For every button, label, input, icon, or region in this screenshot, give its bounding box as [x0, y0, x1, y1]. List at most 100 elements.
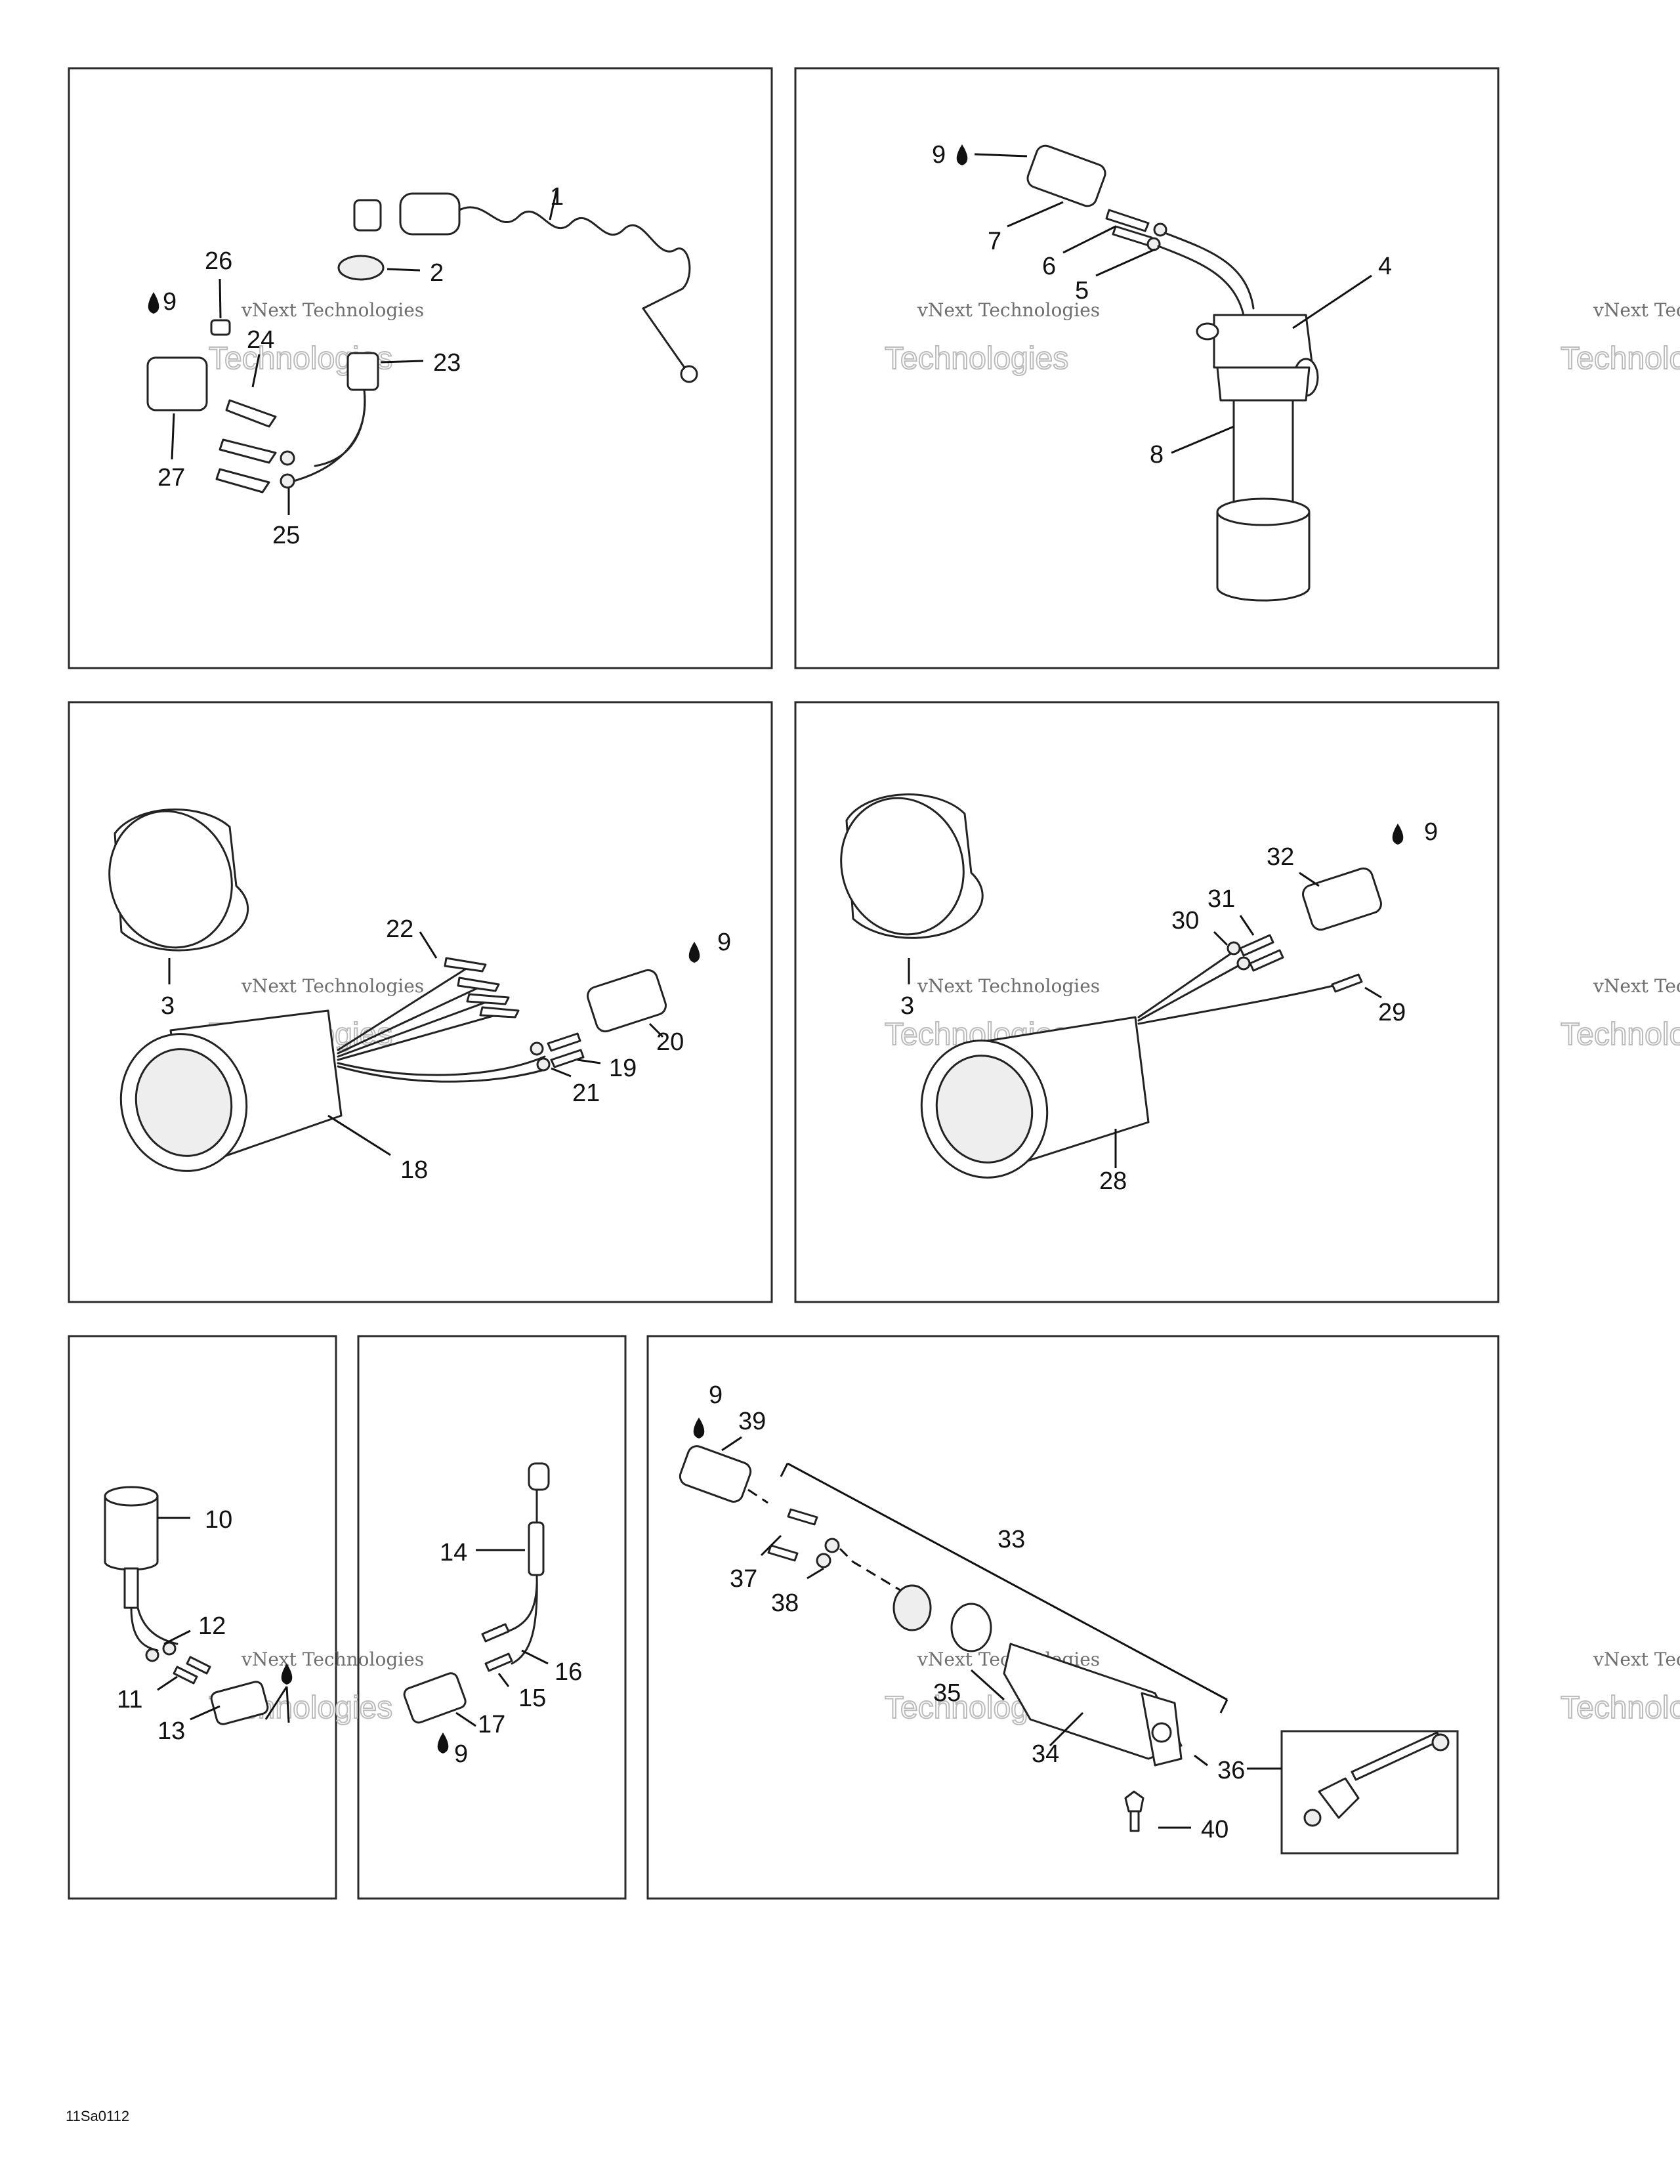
connector-housing	[146, 356, 208, 411]
leader-line	[264, 1686, 290, 1723]
seal	[280, 450, 295, 466]
seal	[536, 1057, 551, 1072]
leader-line	[1364, 986, 1382, 999]
retaining-nut	[337, 255, 385, 281]
assembly-bracket-ticks	[780, 1463, 1228, 1713]
seal	[824, 1538, 840, 1553]
watermark-text: vNext Technologies	[241, 975, 424, 997]
connector-housing	[403, 1672, 467, 1724]
callout-number: 9	[1424, 818, 1438, 846]
leader-line	[1239, 915, 1255, 936]
gauge-wires	[337, 963, 546, 1083]
leader-line	[1299, 872, 1320, 887]
panel-6-parts	[403, 1462, 550, 1754]
gauge-wires	[1137, 950, 1340, 1025]
leader-line	[648, 1022, 664, 1038]
callout-number: 25	[272, 522, 300, 549]
callout-number: 12	[198, 1612, 226, 1640]
terminals	[767, 1508, 818, 1562]
callout-number: 35	[933, 1679, 961, 1707]
pivot-pin	[1151, 1722, 1172, 1743]
leader-line	[163, 1629, 191, 1645]
seal	[1153, 222, 1167, 237]
callout-number: 11	[117, 1686, 142, 1713]
panel-3-parts	[108, 808, 700, 1172]
grease-drop-icon	[688, 942, 700, 963]
connector-housing	[587, 969, 667, 1033]
panel-speed-sensor	[68, 1335, 337, 1900]
callout-number: 16	[555, 1658, 582, 1686]
callout-number: 30	[1171, 907, 1199, 934]
callout-number: 10	[205, 1506, 232, 1534]
grease-drop-icon	[437, 1732, 449, 1754]
leader-line	[807, 1567, 824, 1580]
assembly-dashed-line	[747, 1488, 919, 1603]
leader-line	[1095, 248, 1156, 277]
leader-line	[327, 1114, 391, 1156]
callout-number: 13	[158, 1717, 185, 1745]
leader-line	[171, 413, 175, 460]
watermark-text: vNext Technologies	[917, 975, 1100, 997]
watermark-text: vNext Technologies	[917, 299, 1100, 321]
small-bolt	[210, 319, 231, 336]
callout-number: 9	[717, 929, 731, 956]
leader-line	[251, 354, 261, 388]
callout-number: 19	[609, 1055, 637, 1082]
sensor-top	[104, 1486, 159, 1507]
inset-box	[1280, 1730, 1459, 1855]
bezel-ring-inner	[108, 810, 233, 949]
leader-line	[190, 1705, 220, 1721]
seal	[1146, 237, 1161, 251]
watermark-text: Technologies	[885, 341, 1068, 376]
grease-drop-icon	[693, 1418, 705, 1438]
panel-temp-sensor	[357, 1335, 627, 1900]
seal	[145, 1648, 159, 1662]
sender-head	[1213, 314, 1314, 369]
leader-line	[551, 1067, 572, 1078]
watermark-text: vNext Technologies	[241, 1648, 424, 1670]
sensor-body	[104, 1495, 159, 1571]
watermark-group: vNext Technologies Technologies vNext Te…	[208, 299, 1680, 1726]
callout-number: 9	[932, 141, 946, 169]
watermark-text: vNext Technologies	[1593, 299, 1680, 321]
watermark-text: Technologies	[1561, 1017, 1680, 1052]
panel-4-parts	[840, 793, 1404, 1179]
gauge-dial	[135, 1048, 233, 1157]
leader-line	[721, 1436, 742, 1452]
switch-wires	[287, 388, 366, 484]
leader-line	[970, 1669, 1005, 1701]
sender-cap	[950, 1603, 992, 1652]
callout-number: 38	[771, 1589, 799, 1617]
callout-number: 3	[161, 992, 175, 1020]
callout-number: 39	[738, 1408, 766, 1435]
inset-lever	[1318, 1777, 1360, 1819]
leader-line	[419, 931, 438, 959]
gauge-terminals	[444, 957, 520, 1018]
callout-number: 3	[900, 992, 914, 1020]
sensor-sleeve	[528, 1521, 545, 1576]
gauge-dial	[935, 1055, 1034, 1164]
screw-head	[1124, 1790, 1144, 1813]
panel-2-parts	[956, 144, 1372, 602]
panel-5-parts	[104, 1486, 293, 1725]
seal	[1236, 956, 1251, 971]
callout-number: 23	[433, 349, 461, 377]
watermark-text: vNext Technologies	[1593, 975, 1680, 997]
callout-number: 8	[1150, 441, 1164, 469]
panel-7-parts	[679, 1418, 1459, 1855]
callout-number: 5	[1075, 277, 1089, 304]
watermark-text: vNext Technologies	[1593, 1648, 1680, 1670]
leader-line	[1049, 1712, 1084, 1747]
diagram-code: 11Sa0112	[66, 2108, 130, 2124]
callout-number: 6	[1042, 253, 1056, 280]
sender-wires	[1157, 232, 1255, 316]
sensor-stem	[123, 1567, 139, 1609]
panel-1-parts	[146, 190, 698, 515]
callout-number: 9	[163, 288, 177, 316]
callout-number: 21	[572, 1080, 600, 1107]
watermark-text: Technologies	[1561, 341, 1680, 376]
panel-fuel-sensor	[794, 67, 1500, 669]
callout-number: 29	[1378, 999, 1406, 1026]
leader-line	[380, 360, 424, 364]
callout-number: 24	[247, 326, 274, 354]
